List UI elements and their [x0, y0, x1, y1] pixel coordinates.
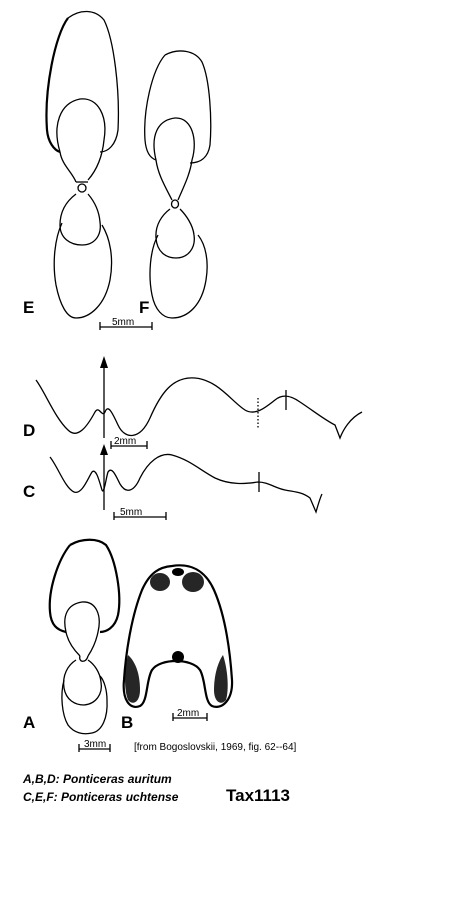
scale-bar-b: 2mm	[172, 708, 208, 721]
figure-label-e: E	[23, 298, 34, 317]
scale-bar-b-label: 2mm	[177, 708, 199, 719]
figure-f-cross-section	[144, 50, 212, 319]
figure-label-f: F	[139, 298, 149, 317]
taxon-id: Tax1113	[226, 786, 290, 805]
scale-bar-c: 5mm	[113, 507, 167, 520]
scale-bar-ef-label: 5mm	[112, 317, 134, 328]
scale-bar-d: 2mm	[110, 436, 148, 449]
figure-e-cross-section	[45, 10, 120, 319]
scale-bar-a: 3mm	[78, 739, 111, 752]
figure-label-d: D	[23, 421, 35, 440]
scale-bar-ef: 5mm	[99, 317, 153, 330]
legend-line-2: C,E,F: Ponticeras uchtense	[23, 790, 179, 804]
figure-d-suture-line	[35, 356, 363, 440]
scale-bar-d-label: 2mm	[114, 436, 136, 447]
scale-bar-c-label: 5mm	[120, 507, 142, 518]
figure-label-b: B	[121, 713, 133, 732]
legend-line-1: A,B,D: Ponticeras auritum	[22, 772, 172, 786]
figure-label-a: A	[23, 713, 35, 732]
figure-c-suture-line	[49, 444, 323, 514]
figure-b-ventral-view	[122, 564, 234, 708]
source-citation: [from Bogoslovskii, 1969, fig. 62--64]	[134, 742, 297, 753]
scale-bar-a-label: 3mm	[84, 739, 106, 750]
figure-a-cross-section	[48, 538, 121, 735]
figure-label-c: C	[23, 482, 35, 501]
